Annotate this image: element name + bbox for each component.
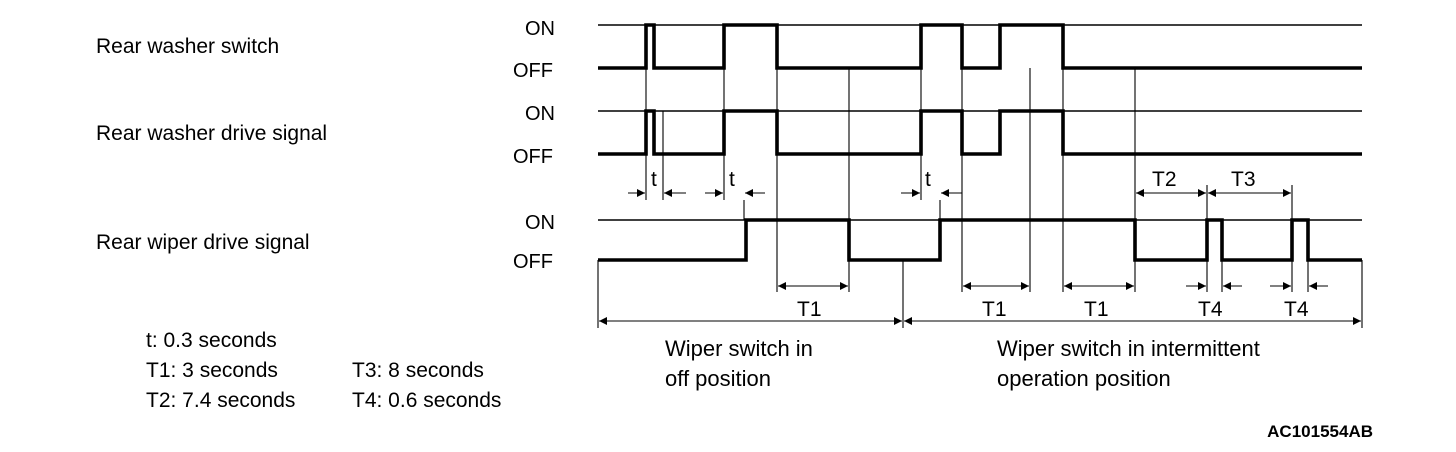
legend-T4: T4: 0.6 seconds bbox=[352, 389, 501, 412]
label-T1: T1 bbox=[1084, 298, 1109, 321]
waveform-rear-washer-switch bbox=[598, 23, 1362, 70]
off-label-wiper-drive: OFF bbox=[513, 251, 553, 273]
figure-code: AC101554AB bbox=[1267, 422, 1373, 441]
on-label-wiper-drive: ON bbox=[525, 212, 555, 234]
label-T4: T4 bbox=[1284, 298, 1309, 321]
legend-T1: T1: 3 seconds bbox=[146, 359, 278, 382]
guide-lines bbox=[597, 68, 1363, 328]
signal-name-rear-wiper-drive: Rear wiper drive signal bbox=[96, 231, 310, 254]
label-t: t bbox=[729, 168, 735, 191]
label-t: t bbox=[651, 168, 657, 191]
on-label-washer-drive: ON bbox=[525, 103, 555, 125]
legend-t: t: 0.3 seconds bbox=[146, 329, 277, 352]
signal-name-rear-washer-drive: Rear washer drive signal bbox=[96, 122, 327, 145]
signal-name-rear-washer-switch: Rear washer switch bbox=[96, 35, 279, 58]
label-T4: T4 bbox=[1198, 298, 1223, 321]
label-t: t bbox=[925, 168, 931, 191]
off-label-washer-drive: OFF bbox=[513, 146, 553, 168]
caption-off-line2: off position bbox=[665, 366, 771, 391]
legend-T2: T2: 7.4 seconds bbox=[146, 389, 295, 412]
on-label-washer-switch: ON bbox=[525, 18, 555, 40]
waveform-rear-wiper-drive bbox=[598, 218, 1362, 262]
legend-T3: T3: 8 seconds bbox=[352, 359, 484, 382]
label-T2: T2 bbox=[1152, 168, 1177, 191]
caption-off-line1: Wiper switch in bbox=[665, 336, 813, 361]
label-T3: T3 bbox=[1231, 168, 1256, 191]
off-label-washer-switch: OFF bbox=[513, 60, 553, 82]
caption-int-line2: operation position bbox=[997, 366, 1171, 391]
caption-int-line1: Wiper switch in intermittent bbox=[997, 336, 1260, 361]
label-T1: T1 bbox=[982, 298, 1007, 321]
label-T1: T1 bbox=[797, 298, 822, 321]
waveform-rear-washer-drive bbox=[598, 109, 1362, 156]
